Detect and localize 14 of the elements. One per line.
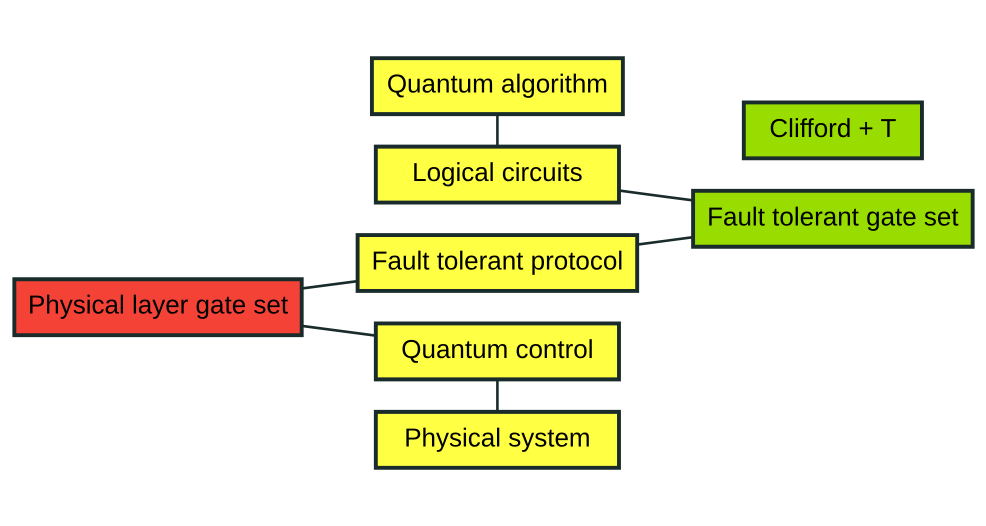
node-box: Physical system <box>373 410 620 470</box>
node-box: Physical layer gate set <box>12 277 304 338</box>
connector <box>496 114 498 147</box>
connector <box>496 380 498 412</box>
connector <box>301 280 358 290</box>
connector <box>301 324 376 337</box>
node-box: Clifford + T <box>741 100 924 160</box>
node-box: Fault tolerant gate set <box>690 188 974 249</box>
connector <box>618 189 692 202</box>
node-box: Logical circuits <box>373 144 620 204</box>
node-box: Quantum algorithm <box>369 56 624 116</box>
connector <box>636 236 693 246</box>
node-box: Fault tolerant protocol <box>355 233 639 293</box>
node-box: Quantum control <box>373 322 620 382</box>
